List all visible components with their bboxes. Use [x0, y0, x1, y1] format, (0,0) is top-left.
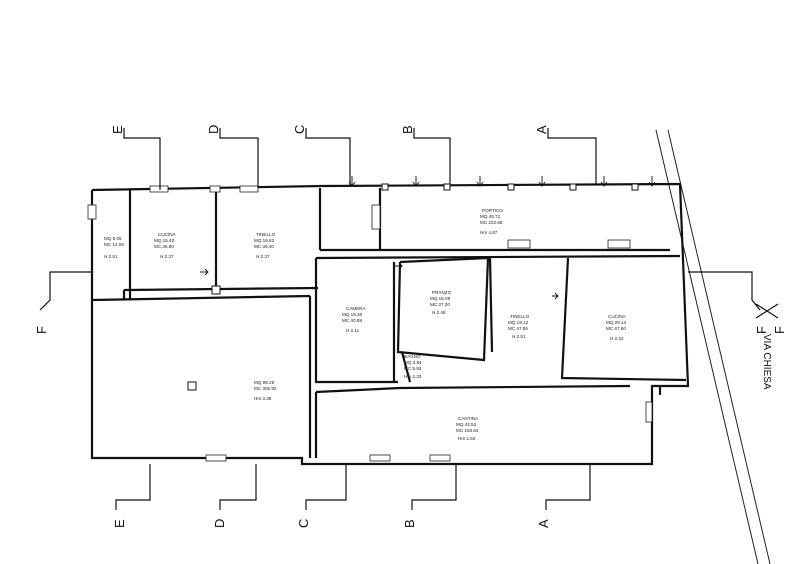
svg-text:MQ 15.40: MQ 15.40: [154, 238, 175, 243]
section-label-right-f2: F: [772, 326, 787, 334]
street-lines: [655, 129, 771, 564]
svg-text:MQ 18.30: MQ 18.30: [342, 312, 363, 317]
section-label-top-b: B: [400, 125, 415, 134]
section-label-bottom-d: D: [212, 519, 227, 528]
svg-text:MQ 29.14: MQ 29.14: [606, 320, 627, 325]
room-label-cantina: CANTINA MQ 42.53 MC 153.64 Hm 2.63: [456, 416, 479, 441]
openings: [87, 185, 653, 462]
svg-text:MC 222.65: MC 222.65: [480, 220, 503, 225]
svg-text:MC 40.59: MC 40.59: [342, 318, 362, 323]
section-lines-top: [123, 128, 597, 190]
svg-text:TINELLO: TINELLO: [510, 314, 530, 319]
svg-text:H 2.48: H 2.48: [432, 310, 446, 315]
section-label-bottom-b: B: [402, 519, 417, 528]
svg-text:MQ 15.09: MQ 15.09: [430, 296, 451, 301]
section-label-top-e: E: [110, 125, 125, 134]
svg-text:H 2.37: H 2.37: [160, 254, 174, 259]
svg-text:H 2.32: H 2.32: [610, 336, 624, 341]
room-label-pranzo: PRANZO MQ 15.09 MC 37.20 H 2.48: [430, 290, 452, 315]
room-label-cucina-1: CUCINA MQ 15.40 MC 36.60 H 2.37: [154, 232, 177, 259]
svg-text:PRANZO: PRANZO: [432, 290, 452, 295]
svg-text:CAMERA: CAMERA: [346, 306, 367, 311]
svg-text:Hm 2.33: Hm 2.33: [404, 374, 422, 379]
svg-text:MC 37.20: MC 37.20: [430, 302, 450, 307]
section-label-top-a: A: [534, 125, 549, 134]
svg-text:MC 12.06: MC 12.06: [104, 242, 124, 247]
svg-text:MQ 42.53: MQ 42.53: [456, 422, 477, 427]
svg-text:H 2.37: H 2.37: [256, 254, 270, 259]
section-label-top-c: C: [292, 125, 307, 134]
svg-text:CUCINA: CUCINA: [158, 232, 177, 237]
svg-text:MQ 98.29: MQ 98.29: [254, 380, 275, 385]
svg-text:MC 153.64: MC 153.64: [456, 428, 479, 433]
portico-pillars: [381, 183, 639, 191]
section-labels-top: E D C B A: [110, 125, 549, 134]
room-label-camera: CAMERA MQ 18.30 MC 40.59 H 2.11: [342, 306, 367, 333]
svg-text:MQ 45.72: MQ 45.72: [480, 214, 501, 219]
section-label-right-f1: F: [754, 326, 769, 334]
section-label-bottom-a: A: [536, 519, 551, 528]
svg-text:BAGNO: BAGNO: [404, 354, 421, 359]
interior-walls: [91, 188, 687, 458]
svg-text:Hm 4.87: Hm 4.87: [480, 230, 498, 235]
room-label-cucina-2: CUCINA MQ 29.14 MC 67.60 H 2.32: [606, 314, 627, 341]
svg-text:MQ 3.84: MQ 3.84: [404, 360, 422, 365]
svg-text:MC 39.40: MC 39.40: [254, 244, 274, 249]
svg-text:TINELLO: TINELLO: [256, 232, 276, 237]
section-label-bottom-e: E: [112, 519, 127, 528]
room-label-bagno: BAGNO MQ 3.84 MC 9.93 Hm 2.33: [404, 354, 422, 379]
svg-text:H 2.11: H 2.11: [346, 328, 360, 333]
room-label-tinello-1: TINELLO MQ 16.62 MC 39.40 H 2.37: [254, 232, 276, 259]
svg-text:MC 305.92: MC 305.92: [254, 386, 277, 391]
svg-text:MC 9.93: MC 9.93: [404, 366, 422, 371]
svg-text:PORTICO: PORTICO: [482, 208, 503, 213]
entry-arrows: [200, 176, 656, 300]
section-lines-f: [39, 271, 779, 319]
svg-text:Hm 3.35: Hm 3.35: [254, 396, 272, 401]
svg-text:MQ 5.05: MQ 5.05: [104, 236, 122, 241]
section-label-bottom-c: C: [296, 519, 311, 528]
svg-text:MC 67.60: MC 67.60: [606, 326, 626, 331]
svg-text:MQ 19.12: MQ 19.12: [508, 320, 529, 325]
section-lines-bottom: [115, 464, 591, 510]
outer-walls: [90, 182, 690, 466]
svg-text:CUCINA: CUCINA: [608, 314, 627, 319]
svg-text:MC 47.85: MC 47.85: [508, 326, 528, 331]
street-label: VIA CHIESA: [761, 334, 772, 390]
svg-text:H 2.51: H 2.51: [512, 334, 526, 339]
svg-text:H 2.51: H 2.51: [104, 254, 118, 259]
svg-text:Hm 2.63: Hm 2.63: [458, 436, 476, 441]
svg-text:MQ 16.62: MQ 16.62: [254, 238, 275, 243]
section-label-top-d: D: [206, 125, 221, 134]
section-labels-bottom: E D C B A: [112, 519, 551, 528]
room-label-portico: PORTICO MQ 45.72 MC 222.65 Hm 4.87: [480, 208, 503, 235]
section-label-left-f: F: [34, 326, 49, 334]
room-label-tinello-2: TINELLO MQ 19.12 MC 47.85 H 2.51: [508, 314, 530, 339]
svg-text:CANTINA: CANTINA: [458, 416, 479, 421]
svg-text:MC 36.60: MC 36.60: [154, 244, 174, 249]
room-label-large: MQ 98.29 MC 305.92 Hm 3.35: [254, 380, 277, 401]
room-label-wc: MQ 5.05 MC 12.06 H 2.51: [104, 236, 124, 259]
